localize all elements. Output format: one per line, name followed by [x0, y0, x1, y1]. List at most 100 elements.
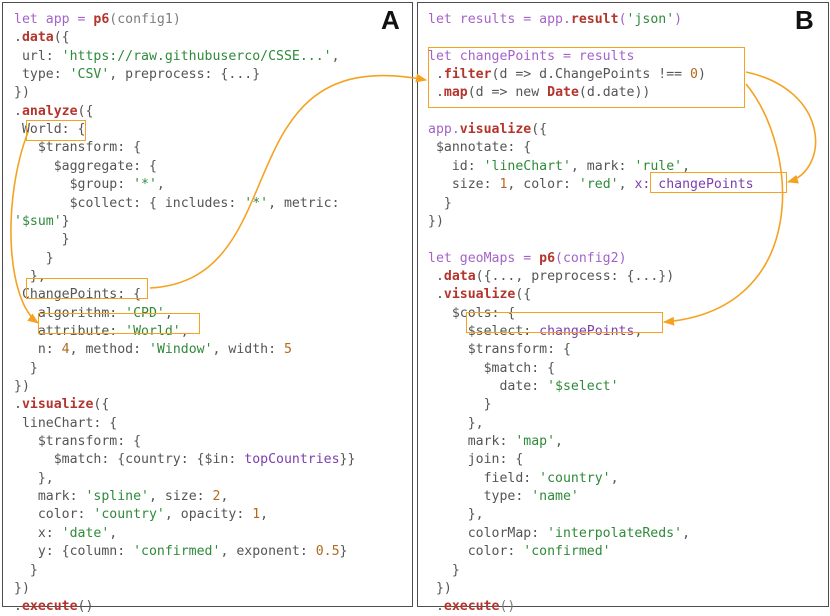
code-token: })	[14, 580, 30, 596]
code-token: 'red'	[578, 177, 619, 193]
code-line: $group: '*',	[14, 176, 165, 194]
code-token: .	[428, 599, 444, 615]
code-token: $collect: { includes:	[14, 195, 245, 211]
code-line: $match: {	[428, 360, 555, 378]
code-token: 'map'	[515, 434, 556, 450]
changepoints-to-results-arrow	[149, 73, 428, 289]
code-line: color: 'confirmed'	[428, 543, 611, 561]
code-token: 'spline'	[85, 489, 149, 505]
code-token: 'country'	[93, 507, 165, 523]
code-token: visualize	[459, 122, 532, 138]
code-line: })	[428, 580, 452, 598]
code-token: .	[14, 599, 22, 615]
panel-a-letter: A	[381, 5, 400, 35]
code-token: ,	[555, 434, 563, 450]
code-token: app.	[428, 122, 460, 138]
code-line: }	[14, 360, 38, 378]
x-changepoints-highlight	[650, 172, 787, 193]
code-token: lineChart: {	[14, 415, 118, 431]
code-token: ,	[156, 177, 165, 193]
code-token: .	[14, 397, 22, 413]
code-token: ({	[515, 287, 532, 303]
code-line: colorMap: 'interpolateReds',	[428, 525, 690, 543]
code-token: let changePoints = results	[428, 48, 635, 64]
code-token: date:	[428, 379, 548, 394]
code-token: visualize	[21, 397, 94, 413]
code-line: app.visualize({	[428, 121, 547, 139]
code-token: $select:	[428, 323, 540, 339]
code-token: )	[674, 12, 683, 27]
code-token: .	[428, 85, 444, 101]
code-token: p6	[93, 12, 110, 27]
code-line: field: 'country',	[428, 470, 619, 488]
code-token: visualize	[443, 287, 516, 303]
code-token: }}	[339, 452, 356, 468]
code-token: changePoints	[539, 323, 635, 339]
code-token: 'lineChart'	[483, 158, 571, 174]
code-token: $match: {	[428, 360, 556, 376]
code-line: size: 1, color: 'red', x: changePoints	[428, 176, 754, 194]
code-token: filter	[443, 67, 492, 83]
code-line: url: 'https://raw.githubuserco/CSSE...',	[14, 48, 340, 66]
code-token: color:	[14, 507, 94, 523]
code-token: 'date'	[61, 525, 110, 541]
panel-b-letter: B	[795, 5, 814, 35]
code-line: join: {	[428, 451, 524, 469]
changepoints-to-annotate-arrow	[745, 71, 817, 184]
code-token: 4	[61, 342, 70, 358]
code-token: p6	[539, 250, 556, 266]
code-token: },	[428, 415, 484, 431]
code-token: attribute:	[14, 323, 126, 339]
code-line: lineChart: {	[14, 415, 117, 433]
code-line: let geoMaps = p6(config2)	[428, 250, 627, 268]
code-token: ,	[331, 48, 340, 64]
code-token: type:	[428, 489, 532, 505]
code-token: join: {	[428, 452, 524, 468]
code-token: $transform: {	[14, 434, 142, 450]
code-token: '$sum'	[14, 213, 62, 229]
code-token: .	[14, 103, 22, 119]
code-token: ({	[531, 122, 548, 138]
code-token: },	[14, 268, 46, 284]
code-token: }	[14, 250, 54, 266]
code-token: $group:	[14, 177, 134, 193]
code-token: mark:	[14, 489, 86, 505]
code-token: , size:	[149, 489, 213, 505]
code-token: ({	[93, 397, 110, 413]
code-line: .visualize({	[14, 396, 109, 414]
code-token: (d.date))	[578, 85, 651, 101]
code-token: mark:	[428, 434, 516, 450]
code-line: mark: 'map',	[428, 433, 563, 451]
code-line: }	[14, 250, 54, 268]
code-token: ,	[260, 507, 269, 523]
code-token: }	[61, 213, 70, 229]
code-token: ,	[109, 525, 118, 541]
code-token: y: {column:	[14, 544, 134, 560]
code-line: })	[14, 378, 30, 396]
code-token: , method:	[69, 342, 149, 358]
code-token: $match: {country: {$in:	[14, 452, 245, 468]
code-token: analyze	[21, 103, 78, 119]
code-line: $match: {country: {$in: topCountries}}	[14, 451, 356, 469]
code-token: }	[428, 195, 452, 211]
code-line: },	[428, 506, 484, 524]
code-token: .	[428, 268, 444, 284]
code-token: ,	[682, 158, 691, 174]
code-token: })	[14, 379, 30, 394]
code-token: '*'	[133, 177, 157, 193]
code-line: $select: changePoints,	[428, 323, 643, 341]
code-token: 'country'	[539, 470, 611, 486]
code-token: x: changePoints	[634, 177, 754, 193]
code-line: type: 'name'	[428, 488, 579, 506]
code-token: 'https://raw.githubuserco/CSSE...'	[61, 48, 332, 64]
code-line: let app = p6(config1)	[14, 11, 181, 29]
code-token: let app =	[14, 12, 94, 27]
code-token: 1	[499, 177, 508, 193]
code-token: 'confirmed'	[133, 544, 221, 560]
code-line: }	[428, 562, 460, 580]
code-line: $cols: {	[428, 305, 516, 323]
changepoints-highlight	[26, 278, 148, 299]
code-token: 'Window'	[149, 342, 213, 358]
code-token: ({	[77, 103, 94, 119]
code-token: 1	[252, 507, 261, 523]
